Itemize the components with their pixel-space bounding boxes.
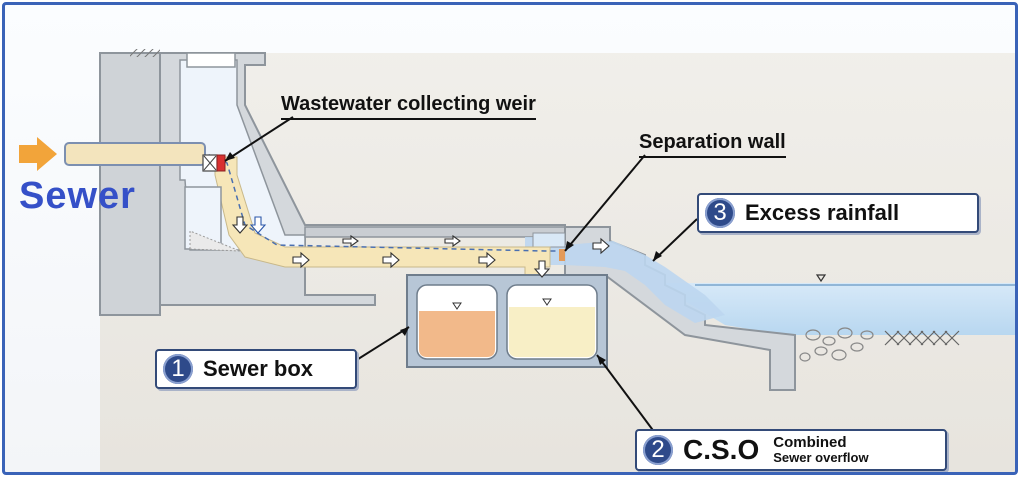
cso-sublabel: Combined Sewer overflow [773,435,868,465]
sewer-box-sewage [419,311,495,357]
cso-sublabel-line-2: Sewer overflow [773,450,869,465]
leader-cso [596,354,656,434]
ground-hatch-right [884,330,960,346]
sewer-label: Sewer [19,175,136,217]
flow-arrow-down-1 [231,216,249,234]
flow-arrow-right-3 [478,251,496,269]
inlet-pipe [64,142,206,166]
leader-cso-arrow [597,355,606,365]
sewer-box-level-mark [452,302,462,310]
leader-excess-rainfall-arrow [653,251,662,261]
flow-arrows [231,216,610,278]
overflow-chamber [532,232,566,248]
flow-arrow-down-3 [533,260,551,278]
sediment [189,230,241,252]
flow-arrow-right-4 [342,234,359,248]
callout-separation-wall: Separation wall [639,131,786,158]
leader-excess-rainfall [652,218,698,262]
flow-arrow-down-2 [249,216,267,234]
badge-number-2: 2 [643,435,673,465]
weir-gate-cross [203,155,217,171]
badge-excess-rainfall: 3 Excess rainfall [697,193,979,233]
badge-label-excess-rainfall: Excess rainfall [745,200,900,225]
leader-weir-arrow [225,152,235,161]
rainwater-overflow [525,237,725,323]
ground-hatch-top [130,49,160,57]
callout-weir: Wastewater collecting weir [281,93,536,120]
cso-diagram [19,49,1015,472]
cso-tank-water [509,307,595,357]
flow-arrow-right-2 [382,251,400,269]
flow-arrow-right-1 [292,251,310,269]
river-water [655,283,1015,335]
leader-separation-wall [564,154,646,252]
badge-cso: 2 C.S.O Combined Sewer overflow [635,429,947,471]
conduit-top-slab [304,226,566,238]
riverbed-stones [799,327,874,362]
weir-plate [216,154,226,172]
badge-label-sewer-box: Sewer box [203,356,314,381]
cso-tank-level-mark [542,298,552,306]
cso-sublabel-line-1: Combined [773,434,847,451]
badge-number-1: 1 [163,354,193,384]
badge-sewer-box: 1 Sewer box [155,349,357,389]
leader-sewer-box [354,326,410,362]
leader-weir [224,116,294,162]
badge-label-cso: C.S.O [683,434,760,465]
shaft-left-wall [99,52,161,316]
water-level-mark [815,274,827,283]
flow-arrow-right-6 [592,237,610,255]
separation-wall-mark [559,249,565,261]
leader-separation-wall-arrow [565,241,574,251]
inlet-arrow-icon [19,137,57,171]
manhole-opening [186,52,236,68]
badge-number-3: 3 [705,198,735,228]
diagram-frame: Sewer Wastewater collecting weir Separat… [2,2,1018,475]
flow-arrow-right-5 [444,234,461,248]
leader-sewer-box-arrow [400,327,409,336]
